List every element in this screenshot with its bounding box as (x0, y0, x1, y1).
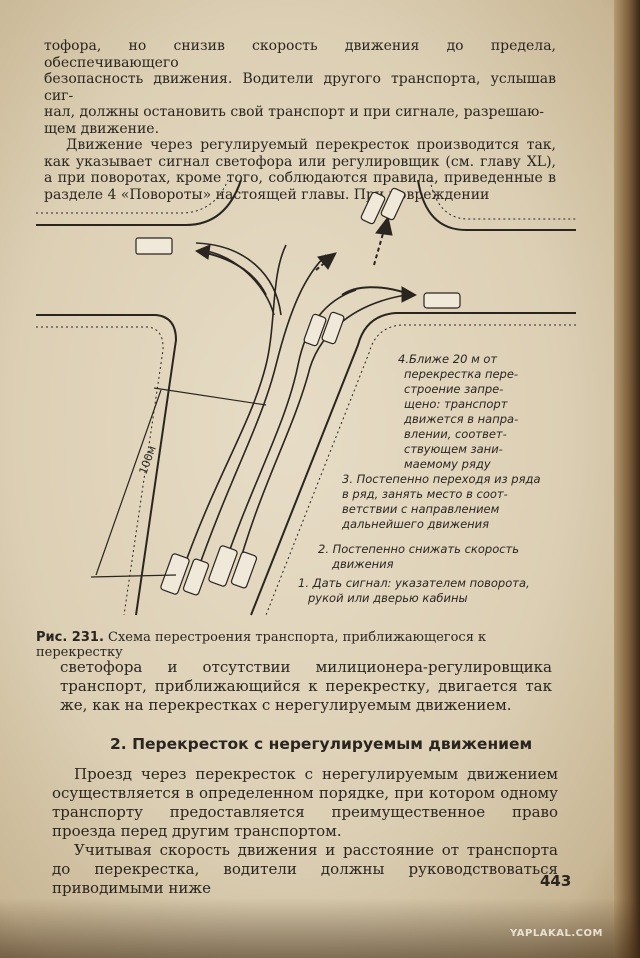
svg-text:движется в напра-: движется в напра- (403, 412, 518, 426)
note-1: 1. Дать сигнал: указателем поворота, рук… (298, 576, 530, 605)
svg-text:рукой или дверью кабины: рукой или дверью кабины (307, 591, 468, 605)
svg-text:щено: транспорт: щено: транспорт (404, 397, 508, 411)
note-2: 2. Постепенно снижать скорость движения (318, 542, 519, 571)
paragraph-continuation: светофора и отсутствии милиционера-регул… (60, 658, 552, 714)
figure-caption: Рис. 231. Схема перестроения транспорта,… (36, 630, 576, 660)
svg-text:ствующем зани-: ствующем зани- (404, 442, 503, 456)
watermark: YAPLAKAL.COM (510, 928, 603, 939)
svg-text:маемому ряду: маемому ряду (404, 457, 491, 471)
line-3: нал, должны остановить свой транспорт и … (44, 104, 545, 120)
road-edge-left (36, 314, 178, 616)
svg-text:в ряд, занять место в соот-: в ряд, занять место в соот- (342, 487, 508, 501)
svg-text:2. Постепенно снижать скорость: 2. Постепенно снижать скорость (318, 542, 519, 556)
caption-text: Схема перестроения транспорта, приближаю… (36, 630, 487, 660)
svg-text:3. Постепенно переходя из ряда: 3. Постепенно переходя из ряда (342, 472, 541, 486)
road-edge-right (250, 312, 576, 616)
section-title: 2. Перекресток с нерегулируемым движение… (110, 735, 533, 753)
svg-text:дальнейшего движения: дальнейшего движения (341, 517, 489, 531)
figure-lane-change-diagram: 100м 4.Ближе 20 м от перекрестка пере- с… (36, 179, 576, 616)
svg-text:строение запре-: строение запре- (404, 382, 503, 396)
road-corner-top-right (417, 179, 576, 231)
svg-text:движения: движения (331, 557, 394, 571)
direction-arrows (194, 215, 418, 303)
caption-label: Рис. 231. (36, 630, 104, 645)
page-number: 443 (540, 872, 572, 890)
note-3: 3. Постепенно переходя из ряда в ряд, за… (341, 472, 541, 531)
note-4: 4.Ближе 20 м от перекрестка пере- строен… (398, 352, 518, 471)
page-edge (614, 0, 640, 958)
paragraph-unregulated-1: Проезд через перекресток с нерегулируемы… (52, 765, 558, 840)
svg-text:4.Ближе 20 м от: 4.Ближе 20 м от (398, 352, 497, 366)
text-block-middle: светофора и отсутствии милиционера-регул… (60, 658, 552, 715)
svg-text:ветствии с направлением: ветствии с направлением (342, 502, 500, 516)
line-1: тофора, но снизив скорость движения до п… (44, 38, 556, 71)
text-block-bottom: Проезд через перекресток с нерегулируемы… (52, 765, 558, 898)
paragraph-unregulated-2: Учитывая скорость движения и расстояние … (52, 841, 558, 897)
road-corner-top-left (36, 179, 242, 226)
svg-text:влении, соответ-: влении, соответ- (404, 427, 507, 441)
distance-marker (90, 387, 267, 578)
bottom-shadow (0, 898, 640, 958)
svg-text:перекрестка пере-: перекрестка пере- (404, 367, 518, 381)
vehicles (135, 187, 461, 596)
line-4: щем движение. (44, 120, 160, 137)
line-2: безопасность движения. Водители другого … (44, 71, 556, 104)
svg-text:1. Дать сигнал: указателем пов: 1. Дать сигнал: указателем поворота, (298, 576, 530, 590)
